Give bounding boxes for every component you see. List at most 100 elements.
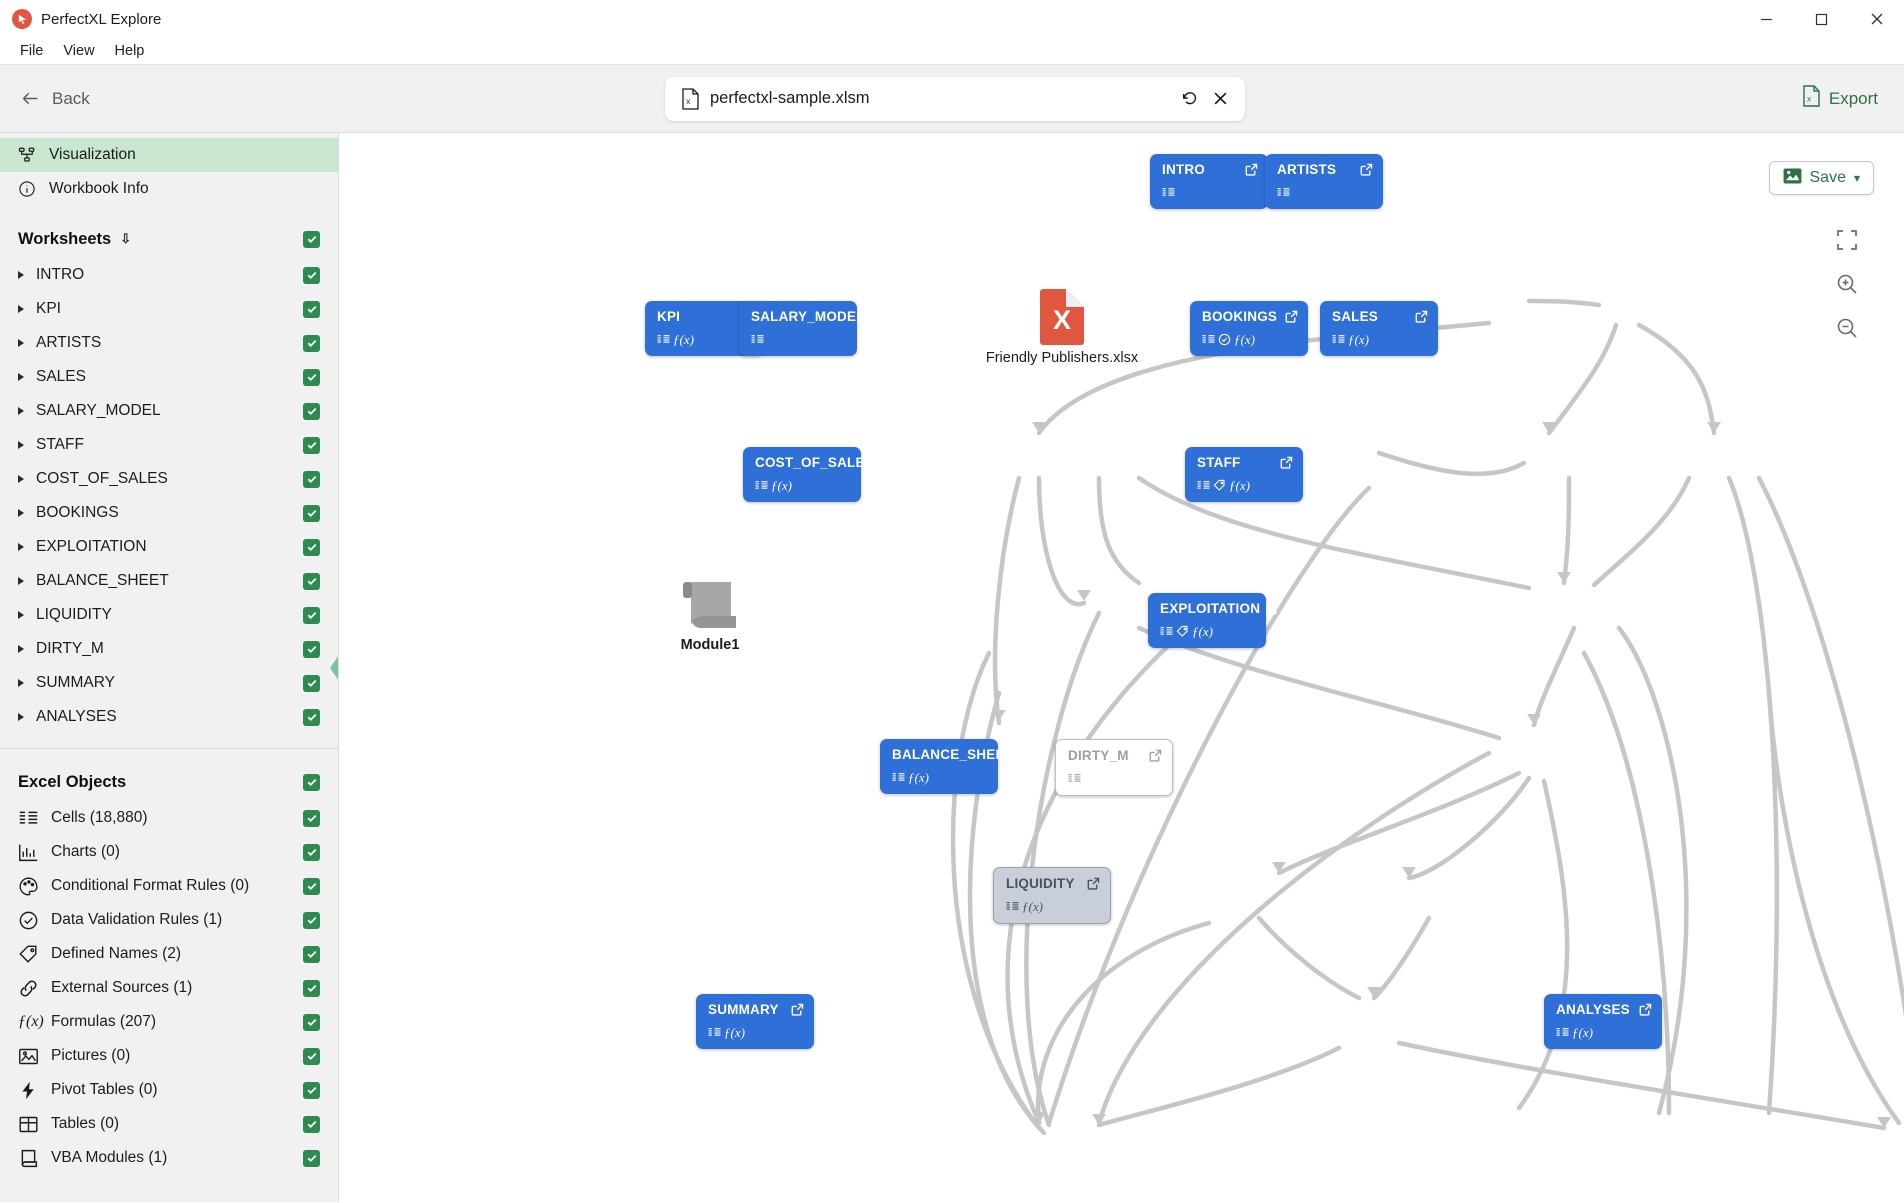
zoom-in-icon[interactable] <box>1836 273 1858 295</box>
sidebar-worksheet-liquidity[interactable]: LIQUIDITY <box>0 598 338 632</box>
expand-triangle-icon[interactable] <box>18 713 24 721</box>
sidebar-worksheet-exploitation[interactable]: EXPLOITATION <box>0 530 338 564</box>
expand-triangle-icon[interactable] <box>18 441 24 449</box>
chevron-down-icon[interactable]: ▾ <box>1853 171 1860 185</box>
sidebar-worksheet-balance_sheet[interactable]: BALANCE_SHEET <box>0 564 338 598</box>
sidebar-worksheet-intro[interactable]: INTRO <box>0 258 338 292</box>
row-checkbox[interactable] <box>303 606 320 624</box>
row-checkbox[interactable] <box>303 470 320 488</box>
row-checkbox[interactable] <box>303 1115 320 1133</box>
row-checkbox[interactable] <box>303 266 320 284</box>
expand-triangle-icon[interactable] <box>18 611 24 619</box>
expand-triangle-icon[interactable] <box>18 271 24 279</box>
reload-icon[interactable] <box>1175 84 1205 114</box>
excel-object-palette[interactable]: Conditional Format Rules (0) <box>0 869 338 903</box>
excel-object-tag[interactable]: Defined Names (2) <box>0 937 338 971</box>
expand-triangle-icon[interactable] <box>18 305 24 313</box>
maximize-button[interactable] <box>1794 0 1849 38</box>
row-checkbox[interactable] <box>303 979 320 997</box>
sidebar-worksheet-salary_model[interactable]: SALARY_MODEL <box>0 394 338 428</box>
row-checkbox[interactable] <box>303 674 320 692</box>
row-checkbox[interactable] <box>303 402 320 420</box>
excel-object-pivot[interactable]: Pivot Tables (0) <box>0 1073 338 1107</box>
fit-screen-icon[interactable] <box>1836 229 1858 251</box>
excel-object-formula[interactable]: ƒ(x)Formulas (207) <box>0 1005 338 1039</box>
sidebar-item-workbook-info[interactable]: Workbook Info <box>0 172 338 206</box>
row-checkbox[interactable] <box>303 334 320 352</box>
row-checkbox[interactable] <box>303 640 320 658</box>
expand-triangle-icon[interactable] <box>18 645 24 653</box>
row-checkbox[interactable] <box>303 1047 320 1065</box>
row-checkbox[interactable] <box>303 945 320 963</box>
row-checkbox[interactable] <box>303 911 320 929</box>
excel-object-vba-module[interactable]: VBA Modules (1) <box>0 1141 338 1175</box>
sidebar-worksheet-artists[interactable]: ARTISTS <box>0 326 338 360</box>
expand-triangle-icon[interactable] <box>18 475 24 483</box>
sidebar-worksheet-kpi[interactable]: KPI <box>0 292 338 326</box>
close-file-icon[interactable] <box>1205 84 1235 114</box>
menu-file[interactable]: File <box>20 43 44 59</box>
close-button[interactable] <box>1849 0 1904 38</box>
graph-node-dirty_m[interactable]: DIRTY_M <box>1055 739 1173 796</box>
excel-object-picture[interactable]: Pictures (0) <box>0 1039 338 1073</box>
excel-object-link[interactable]: External Sources (1) <box>0 971 338 1005</box>
excel-object-table[interactable]: Tables (0) <box>0 1107 338 1141</box>
worksheets-section-header[interactable]: Worksheets ⇩ <box>0 220 338 258</box>
menu-help[interactable]: Help <box>114 43 145 59</box>
sidebar-worksheet-summary[interactable]: SUMMARY <box>0 666 338 700</box>
zoom-out-icon[interactable] <box>1836 317 1858 339</box>
graph-node-module1[interactable]: Module1 <box>635 579 785 653</box>
graph-node-artists[interactable]: ARTISTS <box>1265 154 1383 209</box>
row-checkbox[interactable] <box>303 368 320 386</box>
row-checkbox[interactable] <box>303 504 320 522</box>
sidebar-worksheet-analyses[interactable]: ANALYSES <box>0 700 338 734</box>
row-checkbox[interactable] <box>303 572 320 590</box>
excel-object-cells[interactable]: Cells (18,880) <box>0 801 338 835</box>
row-checkbox[interactable] <box>303 1013 320 1031</box>
sidebar-worksheet-staff[interactable]: STAFF <box>0 428 338 462</box>
excel-object-check-circle[interactable]: Data Validation Rules (1) <box>0 903 338 937</box>
row-checkbox[interactable] <box>303 538 320 556</box>
row-checkbox[interactable] <box>303 843 320 861</box>
worksheets-checkbox[interactable] <box>303 230 320 248</box>
sidebar-worksheet-cost_of_sales[interactable]: COST_OF_SALES <box>0 462 338 496</box>
expand-triangle-icon[interactable] <box>18 407 24 415</box>
row-checkbox[interactable] <box>303 1149 320 1167</box>
expand-triangle-icon[interactable] <box>18 373 24 381</box>
expand-triangle-icon[interactable] <box>18 339 24 347</box>
row-checkbox[interactable] <box>303 1081 320 1099</box>
back-button[interactable]: Back <box>20 88 90 109</box>
sidebar-item-visualization[interactable]: Visualization <box>0 138 338 172</box>
menu-view[interactable]: View <box>63 43 95 59</box>
row-checkbox[interactable] <box>303 809 320 827</box>
sidebar-worksheet-dirty_m[interactable]: DIRTY_M <box>0 632 338 666</box>
row-checkbox[interactable] <box>303 300 320 318</box>
save-button[interactable]: Save ▾ <box>1768 161 1874 195</box>
row-checkbox[interactable] <box>303 708 320 726</box>
sidebar-resize-handle[interactable] <box>330 654 338 681</box>
graph-node-salary_model[interactable]: SALARY_MODEL <box>739 301 883 356</box>
sidebar-worksheet-sales[interactable]: SALES <box>0 360 338 394</box>
expand-triangle-icon[interactable] <box>18 577 24 585</box>
expand-triangle-icon[interactable] <box>18 543 24 551</box>
minimize-button[interactable] <box>1739 0 1794 38</box>
chevron-double-down-icon[interactable]: ⇩ <box>120 231 132 246</box>
expand-triangle-icon[interactable] <box>18 509 24 517</box>
sidebar-worksheet-bookings[interactable]: BOOKINGS <box>0 496 338 530</box>
export-button[interactable]: x Export <box>1802 85 1878 112</box>
expand-triangle-icon[interactable] <box>18 679 24 687</box>
graph-node-intro[interactable]: INTRO <box>1150 154 1268 209</box>
excel-objects-checkbox[interactable] <box>303 773 320 791</box>
